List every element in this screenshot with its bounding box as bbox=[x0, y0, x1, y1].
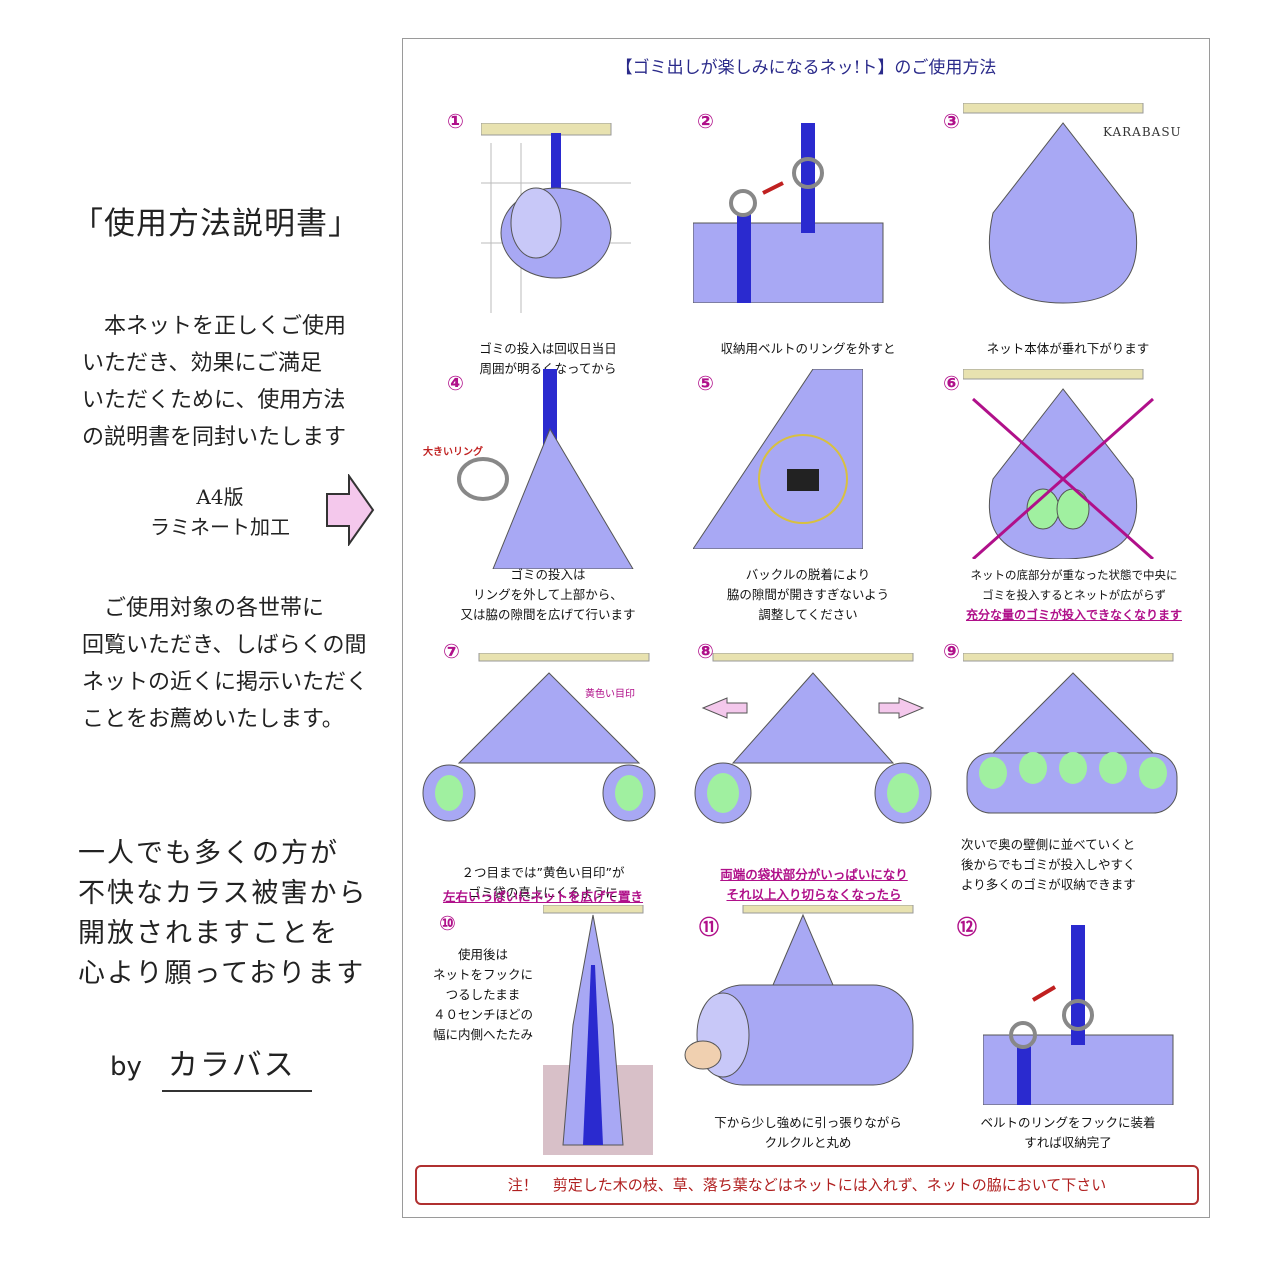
instruction-sheet: 【ゴミ出しが楽しみになるネッ!ト】のご使用方法 KARABASU ① ゴミの投入… bbox=[402, 38, 1210, 1218]
brand-logo: KARABASU bbox=[1103, 125, 1182, 139]
step-caption: 使用後は ネットをフックに つるしたまま ４０センチほどの 幅に内側へたたみ bbox=[432, 947, 533, 1042]
rolling-net-illustration bbox=[684, 905, 914, 1086]
step-10: ⑩ 使用後は ネットをフックに つるしたまま ４０センチほどの 幅に内側へたたみ bbox=[423, 905, 673, 1175]
step-caption: 次いで奥の壁側に並べていくと 後からでもゴミが投入しやすく より多くのゴミが収納… bbox=[961, 837, 1136, 892]
step-number: ⑥ bbox=[943, 371, 960, 395]
step-number: ⑩ bbox=[439, 911, 456, 935]
step-emphasis: 両端の袋状部分がいっぱいになり それ以上入り切らなくなったら bbox=[720, 867, 908, 902]
step-emphasis: 左右いっぱいにネットを広げて置き bbox=[442, 889, 643, 904]
step-caption: ２つ目までは”黄色い目印”が ゴミ袋の真上にくるように bbox=[461, 865, 625, 900]
pink-arrow-icon bbox=[326, 474, 375, 546]
buckle-illustration bbox=[693, 369, 863, 549]
sheet-title: 【ゴミ出しが楽しみになるネッ!ト】のご使用方法 bbox=[615, 58, 997, 78]
step-2: ② 収納用ベルトのリングを外すと bbox=[683, 103, 933, 373]
author-name: カラバス bbox=[161, 1040, 312, 1092]
belt-ring-illustration bbox=[693, 123, 884, 303]
step-number: ⑪ bbox=[699, 915, 719, 939]
step-caption: ネットの底部分が重なった状態で中央に ゴミを投入するとネットが広がらず bbox=[970, 568, 1178, 602]
large-ring-label: 大きいリング bbox=[423, 447, 483, 458]
step-caption: ゴミの投入は リングを外して上部から、 又は脇の隙間を広げて行います bbox=[460, 567, 636, 622]
format-text: A4版 ラミネート加工 bbox=[150, 485, 290, 539]
left-panel: 「使用方法説明書」 本ネットを正しくご使用 いただき、効果にご満足 いただくため… bbox=[0, 0, 400, 1280]
step-number: ⑫ bbox=[957, 915, 977, 939]
step-caption: 下から少し強めに引っ張りながら クルクルと丸め bbox=[714, 1115, 902, 1150]
step-number: ③ bbox=[943, 109, 960, 133]
step-3: ③ ネット本体が垂れ下がります bbox=[943, 103, 1193, 373]
step-caption: ネット本体が垂れ下がります bbox=[986, 341, 1150, 356]
step-number: ⑧ bbox=[697, 639, 714, 663]
hope-text: 一人でも多くの方が 不快なカラス被害から 開放されますことを 心より願っておりま… bbox=[78, 838, 368, 989]
hanging-rolled-net-illustration bbox=[481, 123, 631, 313]
wrong-placement-illustration bbox=[963, 369, 1154, 559]
spread-net-illustration bbox=[422, 653, 656, 822]
step-caption: ゴミの投入は回収日当日 周囲が明るくなってから bbox=[479, 341, 617, 376]
stored-net-illustration bbox=[983, 925, 1174, 1105]
step-emphasis: 充分な量のゴミが投入できなくなります bbox=[965, 608, 1182, 622]
step-caption: バックルの脱着により 脇の隙間が開きすぎないよう 調整してください bbox=[726, 567, 890, 622]
request-text: ご使用対象の各世帯に 回覧いただき、しばらくの間 ネットの近くに掲示いただく こ… bbox=[82, 596, 369, 732]
step-caption: ベルトのリングをフックに装着 すれば収納完了 bbox=[980, 1115, 1156, 1150]
manual-title: 「使用方法説明書」 bbox=[72, 206, 360, 242]
large-ring-illustration bbox=[457, 369, 634, 569]
step-number: ② bbox=[697, 109, 714, 133]
folded-net-illustration bbox=[543, 905, 653, 1155]
step-number: ① bbox=[447, 109, 464, 133]
step-12: ⑫ ベルトのリングをフックに装着 すれば収納完了 bbox=[943, 905, 1193, 1175]
step-7: ⑦ 黄色い目印 ２つ目までは”黄色い目印”が ゴミ袋の真上にくるように 左右いっ… bbox=[409, 637, 677, 907]
by-label: by bbox=[110, 1052, 142, 1082]
step-6: ⑥ ネットの底部分が重なった状態で中央に ゴミを投入するとネットが広がらず 充分… bbox=[943, 369, 1205, 639]
step-5: ⑤ バックルの脱着により 脇の隙間が開きすぎないよう 調整してください bbox=[683, 369, 933, 639]
step-caption: 収納用ベルトのリングを外すと bbox=[720, 341, 896, 356]
warning-note: 注！ 剪定した木の枝、草、落ち葉などはネットには入れず、ネットの脇において下さい bbox=[415, 1165, 1199, 1205]
step-number: ⑨ bbox=[943, 639, 960, 663]
step-9: ⑨ 次いで奥の壁側に並べていくと 後からでもゴミが投入しやすく より多くのゴミが… bbox=[943, 637, 1205, 907]
bags-along-wall-illustration bbox=[963, 653, 1178, 814]
step-11: ⑪ 下から少し強めに引っ張りながら クルクルと丸め bbox=[683, 905, 933, 1175]
full-side-pockets-illustration bbox=[694, 653, 932, 824]
intro-text: 本ネットを正しくご使用 いただき、効果にご満足 いただくために、使用方法 の説明… bbox=[82, 314, 347, 450]
step-8: ⑧ 両端の袋状部分がいっぱいになり それ以上入り切らなくなったら bbox=[683, 637, 945, 907]
yellow-mark-label: 黄色い目印 bbox=[585, 689, 635, 700]
step-number: ⑦ bbox=[443, 639, 460, 663]
step-1: ① ゴミの投入は回収日当日 周囲が明るくなってから bbox=[423, 103, 673, 376]
byline: by カラバス bbox=[110, 1040, 312, 1092]
step-number: ④ bbox=[447, 371, 464, 395]
step-4: ④ 大きいリング ゴミの投入は リングを外して上部から、 又は脇の隙間を広げて行… bbox=[423, 369, 673, 639]
net-hanging-down-illustration bbox=[963, 103, 1144, 304]
step-number: ⑤ bbox=[697, 371, 714, 395]
